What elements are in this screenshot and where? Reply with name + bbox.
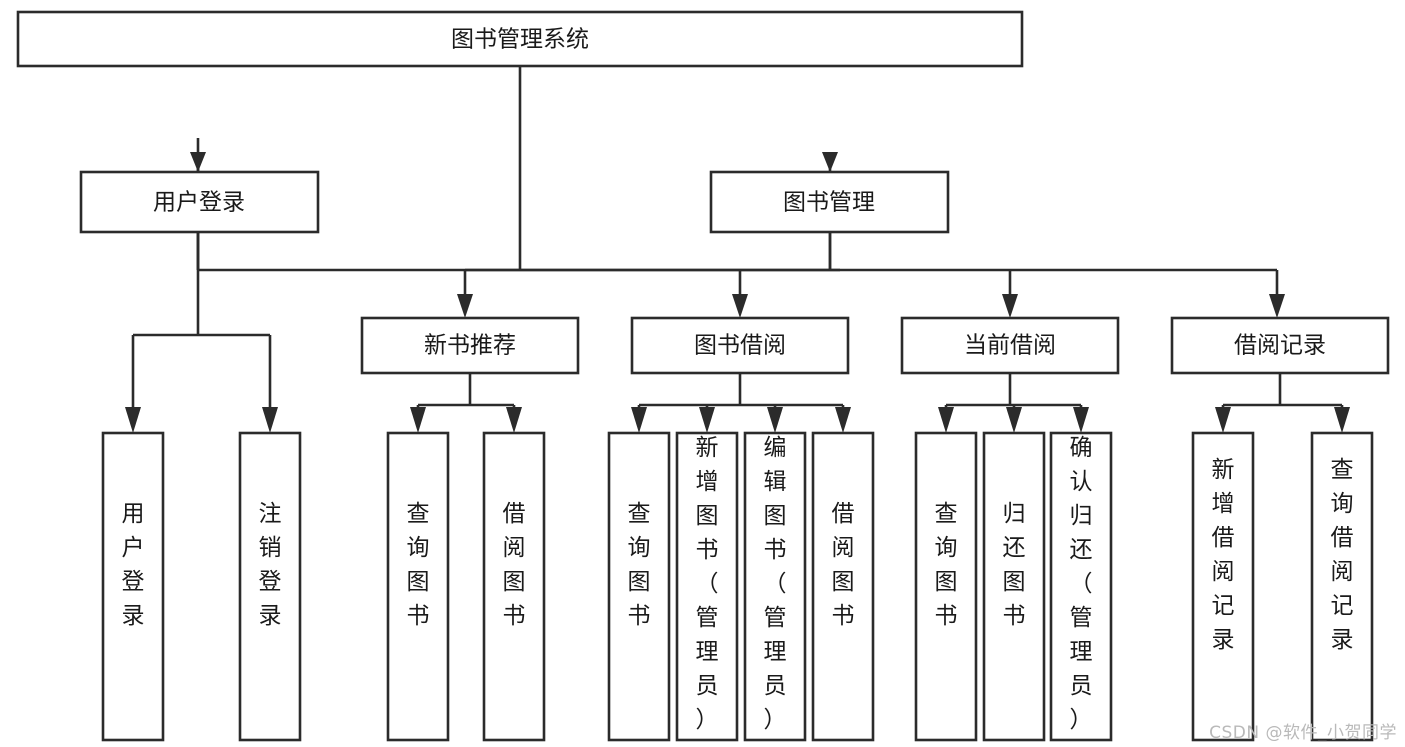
node-leaf-query-borrow-record-box[interactable] xyxy=(1310,431,1374,742)
node-leaf-logout-box[interactable] xyxy=(238,431,302,742)
arrowhead-borrow-record xyxy=(1269,294,1285,318)
arrowhead-root-userlogin xyxy=(190,152,206,172)
arrowhead-bb-leaf1 xyxy=(631,407,647,433)
arrowhead-br-leaf1 xyxy=(1215,407,1231,433)
node-user-login-label: 用户登录 xyxy=(153,190,245,216)
arrowhead-cb-leaf1 xyxy=(938,407,954,433)
node-leaf-return-book-label: 归还图书 xyxy=(1003,501,1026,629)
node-book-manage[interactable]: 图书管理 xyxy=(709,170,950,234)
arrowhead-root-bookmanage xyxy=(822,152,838,172)
node-current-borrow[interactable]: 当前借阅 xyxy=(900,316,1120,375)
node-leaf-edit-book-admin[interactable]: 编辑图书（管理员） xyxy=(743,431,807,742)
arrowhead-bb-leaf2 xyxy=(699,407,715,433)
node-root[interactable]: 图书管理系统 xyxy=(16,10,1024,68)
node-leaf-confirm-return-admin[interactable]: 确认归还（管理员） xyxy=(1049,431,1113,742)
node-leaf-edit-book-admin-label: 编辑图书（管理员） xyxy=(764,435,787,733)
node-current-borrow-label: 当前借阅 xyxy=(964,333,1056,359)
node-leaf-add-book-admin[interactable]: 新增图书（管理员） xyxy=(675,431,739,742)
node-leaf-borrow-book-1-label: 借阅图书 xyxy=(503,501,526,629)
node-book-manage-box[interactable] xyxy=(709,170,950,234)
arrowhead-br-leaf2 xyxy=(1334,407,1350,433)
connector-layer xyxy=(125,66,1350,433)
node-book-borrow-box[interactable] xyxy=(630,316,850,375)
node-leaf-query-book-2[interactable]: 查询图书 xyxy=(607,431,671,742)
node-leaf-query-book-1[interactable]: 查询图书 xyxy=(386,431,450,742)
node-current-borrow-box[interactable] xyxy=(900,316,1120,375)
node-book-manage-label: 图书管理 xyxy=(783,190,875,216)
node-book-borrow-label: 图书借阅 xyxy=(694,333,786,359)
node-leaf-user-login[interactable]: 用户登录 xyxy=(101,431,165,742)
node-leaf-confirm-return-admin-box[interactable] xyxy=(1049,431,1113,742)
node-leaf-add-book-admin-label: 新增图书（管理员） xyxy=(696,435,719,733)
arrowhead-leaf-logout xyxy=(262,407,278,433)
node-leaf-query-book-3-box[interactable] xyxy=(914,431,978,742)
node-leaf-query-book-1-label: 查询图书 xyxy=(407,501,430,629)
node-leaf-add-borrow-record[interactable]: 新增借阅记录 xyxy=(1191,431,1255,742)
arrowhead-nbr-leaf1 xyxy=(410,407,426,433)
node-borrow-record-label: 借阅记录 xyxy=(1234,333,1326,359)
node-user-login[interactable]: 用户登录 xyxy=(79,170,320,234)
node-leaf-query-borrow-record-label: 查询借阅记录 xyxy=(1331,457,1354,653)
node-leaf-confirm-return-admin-label: 确认归还（管理员） xyxy=(1070,435,1093,733)
node-leaf-borrow-book-1-box[interactable] xyxy=(482,431,546,742)
node-leaf-return-book[interactable]: 归还图书 xyxy=(982,431,1046,742)
node-leaf-add-book-admin-box[interactable] xyxy=(675,431,739,742)
node-leaf-borrow-book-2[interactable]: 借阅图书 xyxy=(811,431,875,742)
csdn-watermark: CSDN @软件_小贺同学 xyxy=(1209,723,1397,743)
node-leaf-add-borrow-record-box[interactable] xyxy=(1191,431,1255,742)
arrowhead-book-borrow xyxy=(732,294,748,318)
arrowhead-new-book-rec xyxy=(457,294,473,318)
arrowhead-bb-leaf3 xyxy=(767,407,783,433)
node-new-book-rec[interactable]: 新书推荐 xyxy=(360,316,580,375)
arrowhead-leaf-user-login xyxy=(125,407,141,433)
node-root-label: 图书管理系统 xyxy=(451,27,589,53)
node-leaf-query-book-2-box[interactable] xyxy=(607,431,671,742)
node-borrow-record-box[interactable] xyxy=(1170,316,1390,375)
node-book-borrow[interactable]: 图书借阅 xyxy=(630,316,850,375)
node-leaf-edit-book-admin-box[interactable] xyxy=(743,431,807,742)
node-borrow-record[interactable]: 借阅记录 xyxy=(1170,316,1390,375)
node-leaf-user-login-box[interactable] xyxy=(101,431,165,742)
node-leaf-return-book-box[interactable] xyxy=(982,431,1046,742)
node-root-box[interactable] xyxy=(16,10,1024,68)
node-leaf-query-book-3[interactable]: 查询图书 xyxy=(914,431,978,742)
node-leaf-borrow-book-1[interactable]: 借阅图书 xyxy=(482,431,546,742)
node-leaf-logout-label: 注销登录 xyxy=(259,501,282,629)
node-new-book-rec-box[interactable] xyxy=(360,316,580,375)
node-new-book-rec-label: 新书推荐 xyxy=(424,333,516,359)
arrowhead-current-borrow xyxy=(1002,294,1018,318)
node-leaf-borrow-book-2-label: 借阅图书 xyxy=(832,501,855,629)
arrowhead-nbr-leaf2 xyxy=(506,407,522,433)
node-leaf-user-login-label: 用户登录 xyxy=(122,501,145,629)
node-leaf-logout[interactable]: 注销登录 xyxy=(238,431,302,742)
arrowhead-bb-leaf4 xyxy=(835,407,851,433)
arrowhead-cb-leaf2 xyxy=(1006,407,1022,433)
node-leaf-query-borrow-record[interactable]: 查询借阅记录 xyxy=(1310,431,1374,742)
node-user-login-box[interactable] xyxy=(79,170,320,234)
node-leaf-query-book-1-box[interactable] xyxy=(386,431,450,742)
arrowhead-cb-leaf3 xyxy=(1073,407,1089,433)
node-leaf-query-book-2-label: 查询图书 xyxy=(628,501,651,629)
node-leaf-borrow-book-2-box[interactable] xyxy=(811,431,875,742)
node-leaf-query-book-3-label: 查询图书 xyxy=(935,501,958,629)
node-leaf-add-borrow-record-label: 新增借阅记录 xyxy=(1212,457,1235,653)
